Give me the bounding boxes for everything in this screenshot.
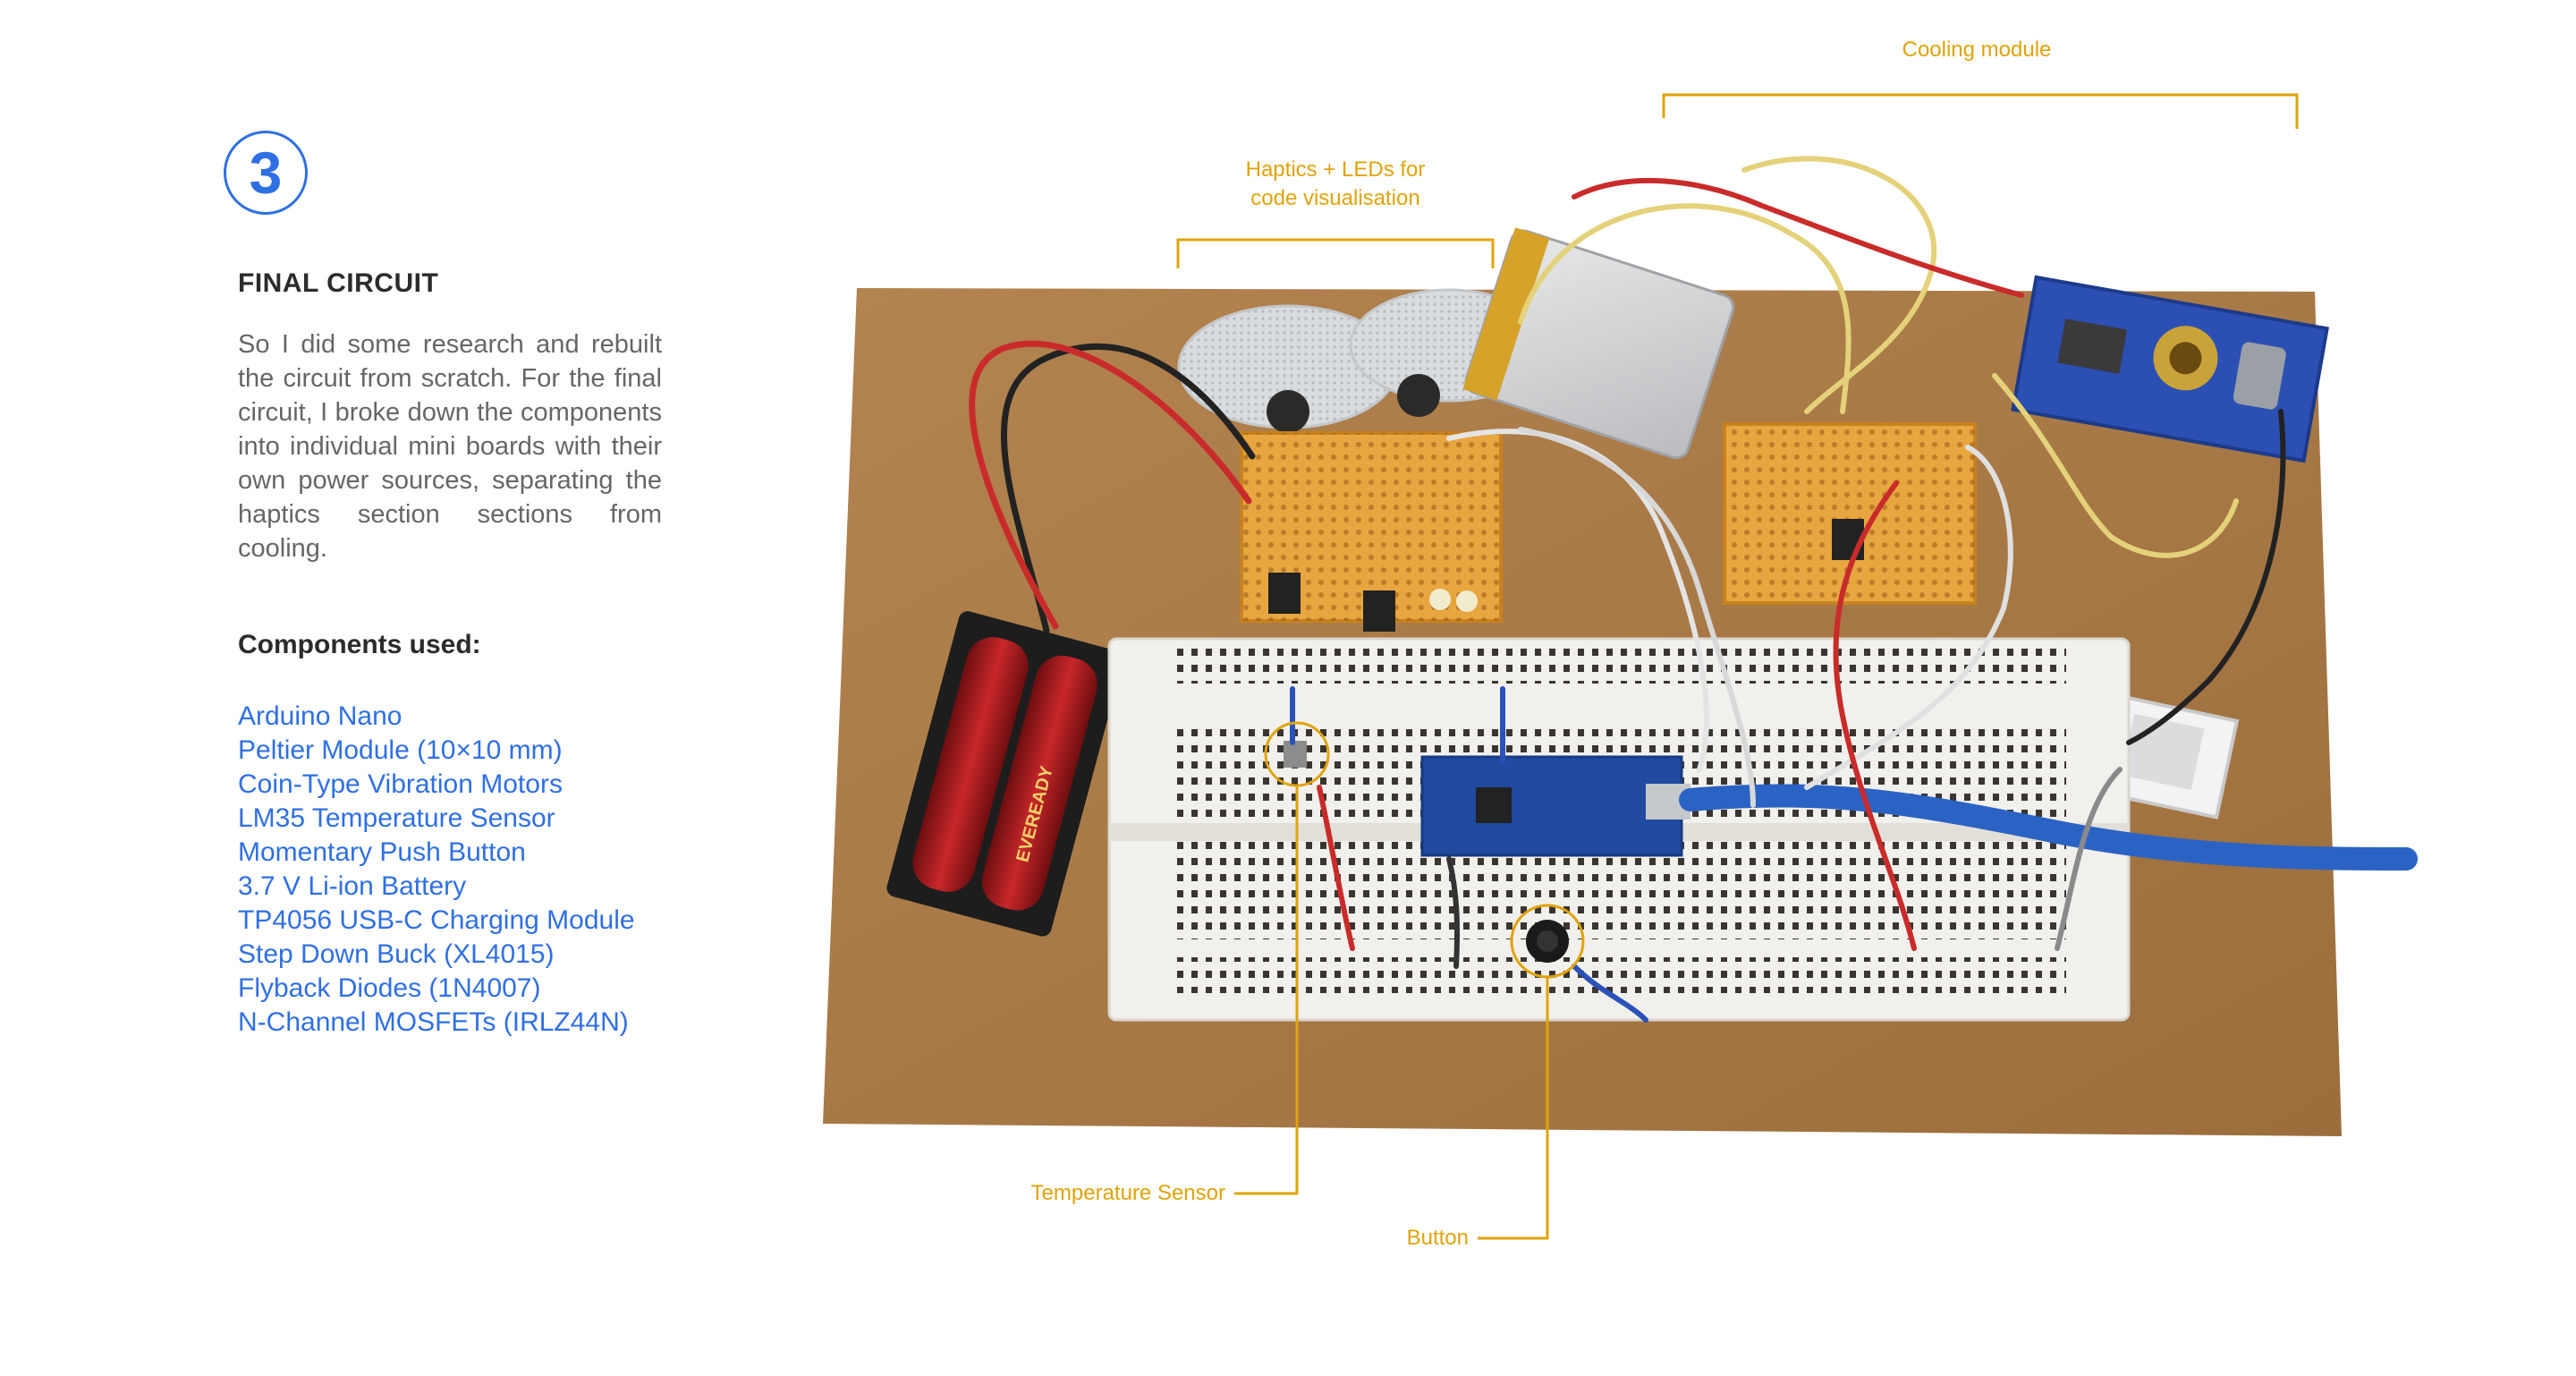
component-item[interactable]: 3.7 V Li-ion Battery xyxy=(238,871,467,901)
component-item[interactable]: Flyback Diodes (1N4007) xyxy=(238,973,541,1003)
button-leader xyxy=(1478,977,1549,1240)
component-item[interactable]: Peltier Module (10×10 mm) xyxy=(238,735,563,765)
component-item[interactable]: Arduino Nano xyxy=(238,701,402,731)
component-item[interactable]: Coin-Type Vibration Motors xyxy=(238,769,563,799)
step-number: 3 xyxy=(249,140,283,206)
coin-motor xyxy=(1267,390,1309,433)
step-number-badge: 3 xyxy=(224,131,308,215)
cooling-bracket xyxy=(1662,93,2299,129)
temperature-sensor-leader xyxy=(1234,786,1299,1195)
cooling-module-label: Cooling module xyxy=(1902,38,2052,62)
description-paragraph: So I did some research and rebuilt the c… xyxy=(238,330,662,563)
buck-converter xyxy=(2011,275,2329,463)
haptics-bracket xyxy=(1176,238,1495,268)
haptics-label-line1: Haptics + LEDs for xyxy=(1245,157,1426,182)
component-item[interactable]: N-Channel MOSFETs (IRLZ44N) xyxy=(238,1007,629,1037)
temperature-sensor-label: Temperature Sensor xyxy=(1030,1181,1225,1205)
usb-cable xyxy=(1679,784,2418,871)
component-item[interactable]: Momentary Push Button xyxy=(238,837,526,867)
button-label: Button xyxy=(1406,1226,1469,1250)
aa-battery-holder: EVEREADY xyxy=(886,611,1123,937)
components-list: Arduino Nano Peltier Module (10×10 mm) C… xyxy=(238,700,635,1040)
component-item[interactable]: TP4056 USB-C Charging Module xyxy=(238,905,635,935)
coin-motor xyxy=(1397,374,1440,417)
section-title: FINAL CIRCUIT xyxy=(238,268,439,298)
arduino-nano xyxy=(1420,755,1683,857)
components-heading: Components used: xyxy=(238,630,481,659)
peltier-module xyxy=(2100,694,2240,820)
haptics-label: Haptics + LEDs for code visualisation xyxy=(1174,156,1496,213)
temperature-sensor xyxy=(1284,741,1307,768)
component-item[interactable]: Step Down Buck (XL4015) xyxy=(238,939,555,969)
component-item[interactable]: LM35 Temperature Sensor xyxy=(238,803,555,833)
haptics-label-line2: code visualisation xyxy=(1250,186,1420,210)
